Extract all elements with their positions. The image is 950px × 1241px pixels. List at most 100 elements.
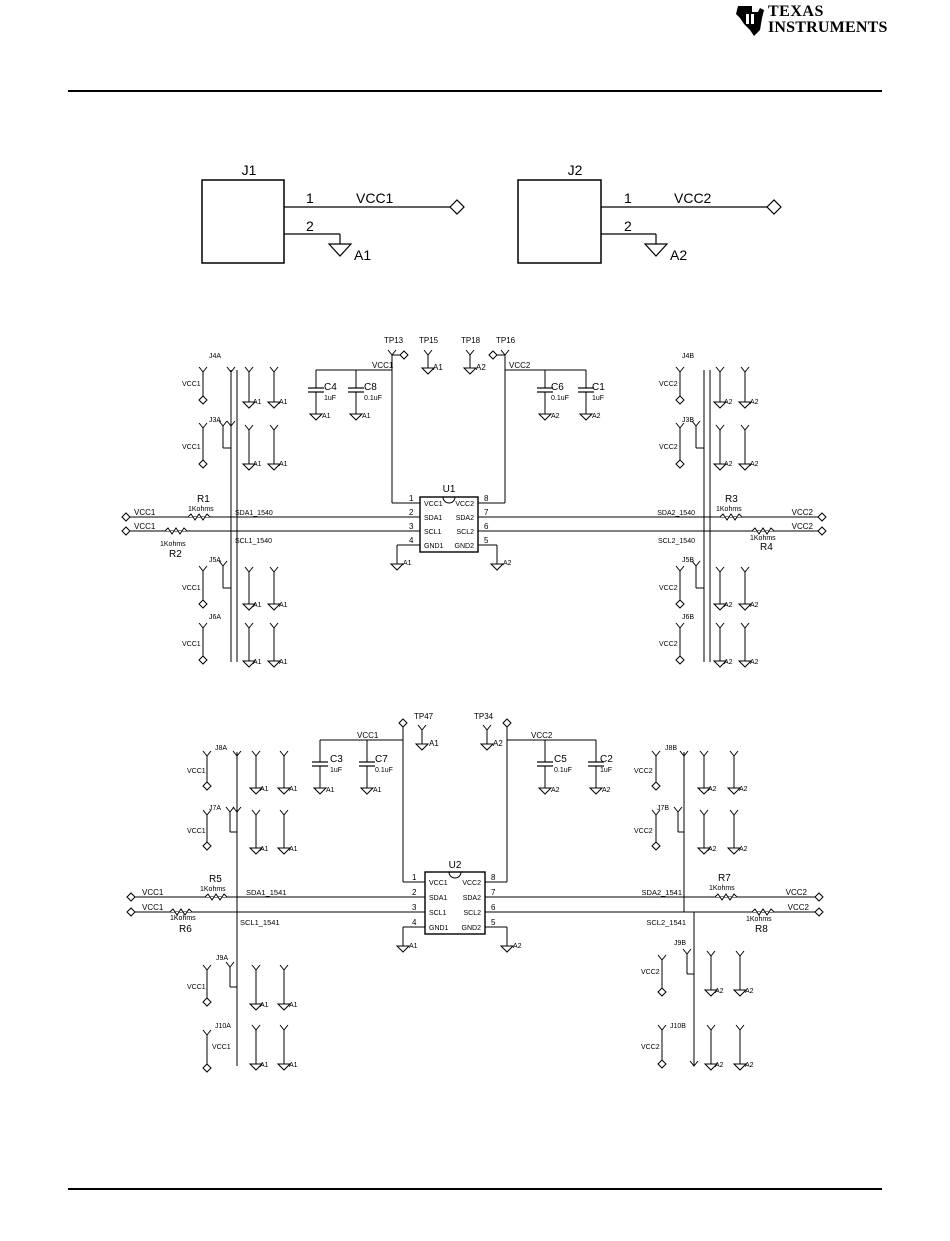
u1-pin-r3: SCL2 (456, 529, 474, 536)
c8-ref: C8 (364, 382, 377, 393)
j2-net: VCC2 (674, 190, 712, 206)
u1-gnd1: A1 (403, 560, 412, 567)
c2-gnd: A2 (602, 787, 611, 794)
u2-num-r3: 6 (491, 903, 496, 912)
header-rule (68, 90, 882, 92)
c1-ref: C1 (592, 382, 605, 393)
j5b-vcc: VCC2 (659, 585, 678, 592)
j4a-ref: J4A (209, 353, 221, 360)
j5b-ref: J5B (682, 557, 694, 564)
j7b-vcc: VCC2 (634, 828, 653, 835)
u2-pin-r2: SDA2 (463, 895, 481, 902)
j6a-ref: J6A (209, 614, 221, 621)
u1-pin-l1: VCC1 (424, 501, 443, 508)
u2-num-r2: 7 (491, 888, 496, 897)
j4b-g1: A2 (724, 399, 733, 406)
j10a-g1: A1 (260, 1062, 269, 1069)
j10b-vcc: VCC2 (641, 1044, 660, 1051)
j9b-g2: A2 (745, 988, 754, 995)
j8b-g1: A2 (708, 786, 717, 793)
scl2-net: SCL2_1540 (658, 538, 695, 545)
j6a-vcc: VCC1 (182, 641, 201, 648)
j7a-g1: A1 (260, 846, 269, 853)
r7-val: 1Kohms (709, 885, 735, 892)
j10b-g2: A2 (745, 1062, 754, 1069)
u1-gnd2: A2 (503, 560, 512, 567)
u2-num-l4: 4 (412, 918, 417, 927)
j10a-vcc: VCC1 (212, 1044, 231, 1051)
j6b-ref: J6B (682, 614, 694, 621)
j1-pin1: 1 (306, 190, 314, 206)
vcc1-left-a: VCC1 (134, 508, 156, 517)
j3b-g2: A2 (750, 461, 759, 468)
j7b-g2: A2 (739, 846, 748, 853)
c6-val: 0.1uF (551, 395, 569, 402)
j9a-g1: A1 (260, 1002, 269, 1009)
u2-pin-l2: SDA1 (429, 895, 447, 902)
j10b-g1: A2 (715, 1062, 724, 1069)
u1-pin-r4: GND2 (455, 543, 475, 550)
c2-ref: C2 (600, 754, 613, 765)
j4b-g2: A2 (750, 399, 759, 406)
logo-line2: INSTRUMENTS (768, 19, 888, 36)
j10a-ref: J10A (215, 1023, 231, 1030)
r6-val: 1Kohms (170, 915, 196, 922)
u2-num-l2: 2 (412, 888, 417, 897)
circuit-block-u1 (130, 354, 818, 662)
j4a-g2: A1 (279, 399, 288, 406)
j9a-vcc: VCC1 (187, 984, 206, 991)
b2-vcc1-left-a: VCC1 (142, 888, 164, 897)
tp18-gnd: A2 (476, 363, 486, 372)
j6b-g2: A2 (750, 659, 759, 666)
u2-vcc2-net: VCC2 (531, 731, 553, 740)
c4-gnd: A1 (322, 413, 331, 420)
u2-num-r4: 5 (491, 918, 496, 927)
scl1-net: SCL1_1540 (235, 538, 272, 545)
u2-gnd2: A2 (513, 943, 522, 950)
u1-pin-l2: SDA1 (424, 515, 442, 522)
j6a-g1: A1 (253, 659, 262, 666)
u2-num-r1: 8 (491, 873, 496, 882)
j5a-vcc: VCC1 (182, 585, 201, 592)
j3a-vcc: VCC1 (182, 444, 201, 451)
c8-val: 0.1uF (364, 395, 382, 402)
j2-gnd: A2 (670, 247, 687, 263)
j7b-ref: J7B (657, 805, 669, 812)
tp34-gnd: A2 (493, 739, 503, 748)
j1-net: VCC1 (356, 190, 394, 206)
j3b-ref: J3B (682, 417, 694, 424)
j6a-g2: A1 (279, 659, 288, 666)
u2-num-l3: 3 (412, 903, 417, 912)
b2-vcc2-right-b: VCC2 (788, 903, 810, 912)
u1-pin-r1: VCC2 (455, 501, 474, 508)
r7-ref: R7 (718, 873, 731, 884)
u2-ref: U2 (449, 860, 462, 871)
c1-gnd: A2 (592, 413, 601, 420)
j1-pin2: 2 (306, 218, 314, 234)
j2-pin1: 1 (624, 190, 632, 206)
c8-gnd: A1 (362, 413, 371, 420)
j8a-g2: A1 (289, 786, 298, 793)
connector-j1: J1 1 2 VCC1 A1 (201, 162, 465, 264)
j8b-vcc: VCC2 (634, 768, 653, 775)
c3-val: 1uF (330, 767, 342, 774)
sda1-net: SDA1_1540 (235, 510, 273, 517)
u1-num-l1: 1 (409, 494, 414, 503)
u1-num-r3: 6 (484, 522, 489, 531)
c5-gnd: A2 (551, 787, 560, 794)
j1-ref: J1 (242, 162, 257, 178)
j8b-ref: J8B (665, 745, 677, 752)
j8a-vcc: VCC1 (187, 768, 206, 775)
u1-num-l3: 3 (409, 522, 414, 531)
c2-val: 1uF (600, 767, 612, 774)
j4a-vcc: VCC1 (182, 381, 201, 388)
u2-num-l1: 1 (412, 873, 417, 882)
j4b-vcc: VCC2 (659, 381, 678, 388)
u1-pin-l4: GND1 (424, 543, 444, 550)
r4-val: 1Kohms (750, 535, 776, 542)
u2-gnd1: A1 (409, 943, 418, 950)
u1-num-r2: 7 (484, 508, 489, 517)
u2-pin-r1: VCC2 (462, 880, 481, 887)
tp16-label: TP16 (496, 336, 516, 345)
